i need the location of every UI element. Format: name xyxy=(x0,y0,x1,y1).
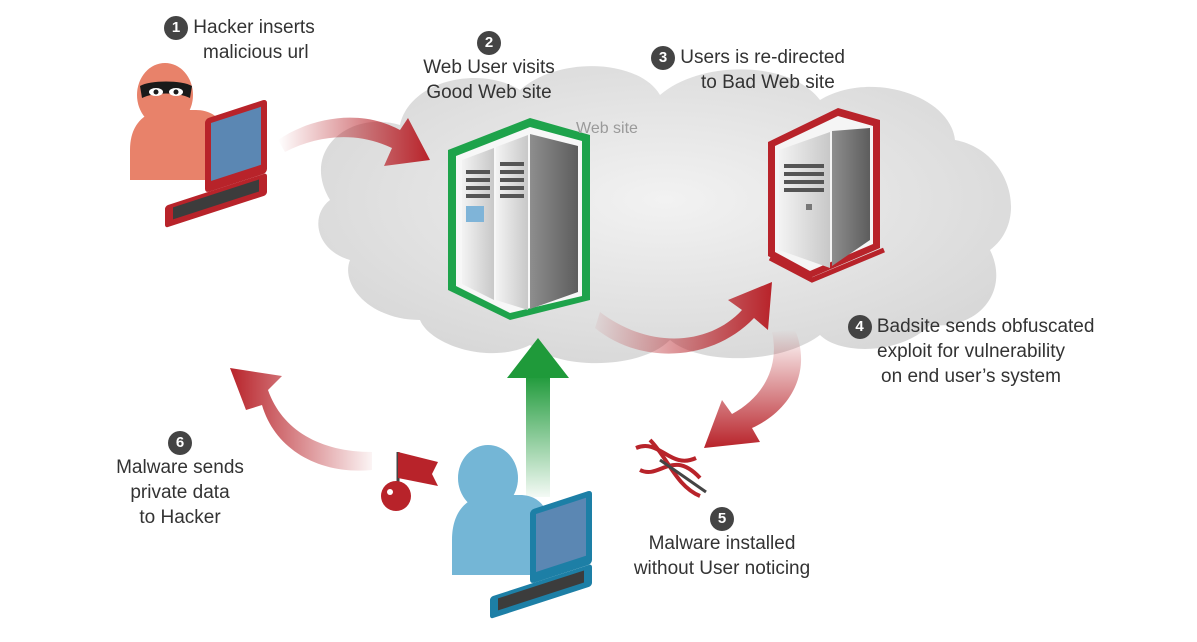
arrow-redirect xyxy=(595,282,772,354)
good-server-icon xyxy=(448,118,590,320)
arrow-user-to-server xyxy=(507,338,569,497)
step-2-label: 2 Web User visits Good Web site xyxy=(404,30,574,105)
website-label: Web site xyxy=(576,120,638,137)
step-4-badge: 4 xyxy=(847,315,872,339)
malware-icon xyxy=(635,438,707,498)
step-1-badge: 1 xyxy=(164,16,188,40)
step-6-badge: 6 xyxy=(168,431,192,455)
bad-server-icon xyxy=(768,108,885,283)
user-icon xyxy=(452,445,552,575)
arrow-data-to-hacker xyxy=(230,368,372,471)
step-2-badge: 2 xyxy=(477,31,501,55)
step-1-label: 1 Hacker inserts malicious url xyxy=(164,15,315,65)
step-5-label: 5 Malware installed without User noticin… xyxy=(612,506,832,581)
user-laptop-icon xyxy=(490,490,592,619)
data-flag-icon xyxy=(381,452,438,511)
hacker-laptop-icon xyxy=(165,99,267,228)
step-4-label: 4 Badsite sends obfuscated exploit for v… xyxy=(836,314,1106,389)
hacker-icon xyxy=(130,63,228,180)
step-3-label: 3 Users is re-directed to Bad Web site xyxy=(651,45,845,95)
step-3-badge: 3 xyxy=(651,46,675,70)
step-6-label: 6 Malware sends private data to Hacker xyxy=(100,430,260,530)
arrow-exploit xyxy=(704,330,802,448)
arrow-hacker-to-server xyxy=(278,117,430,166)
step-5-badge: 5 xyxy=(710,507,734,531)
